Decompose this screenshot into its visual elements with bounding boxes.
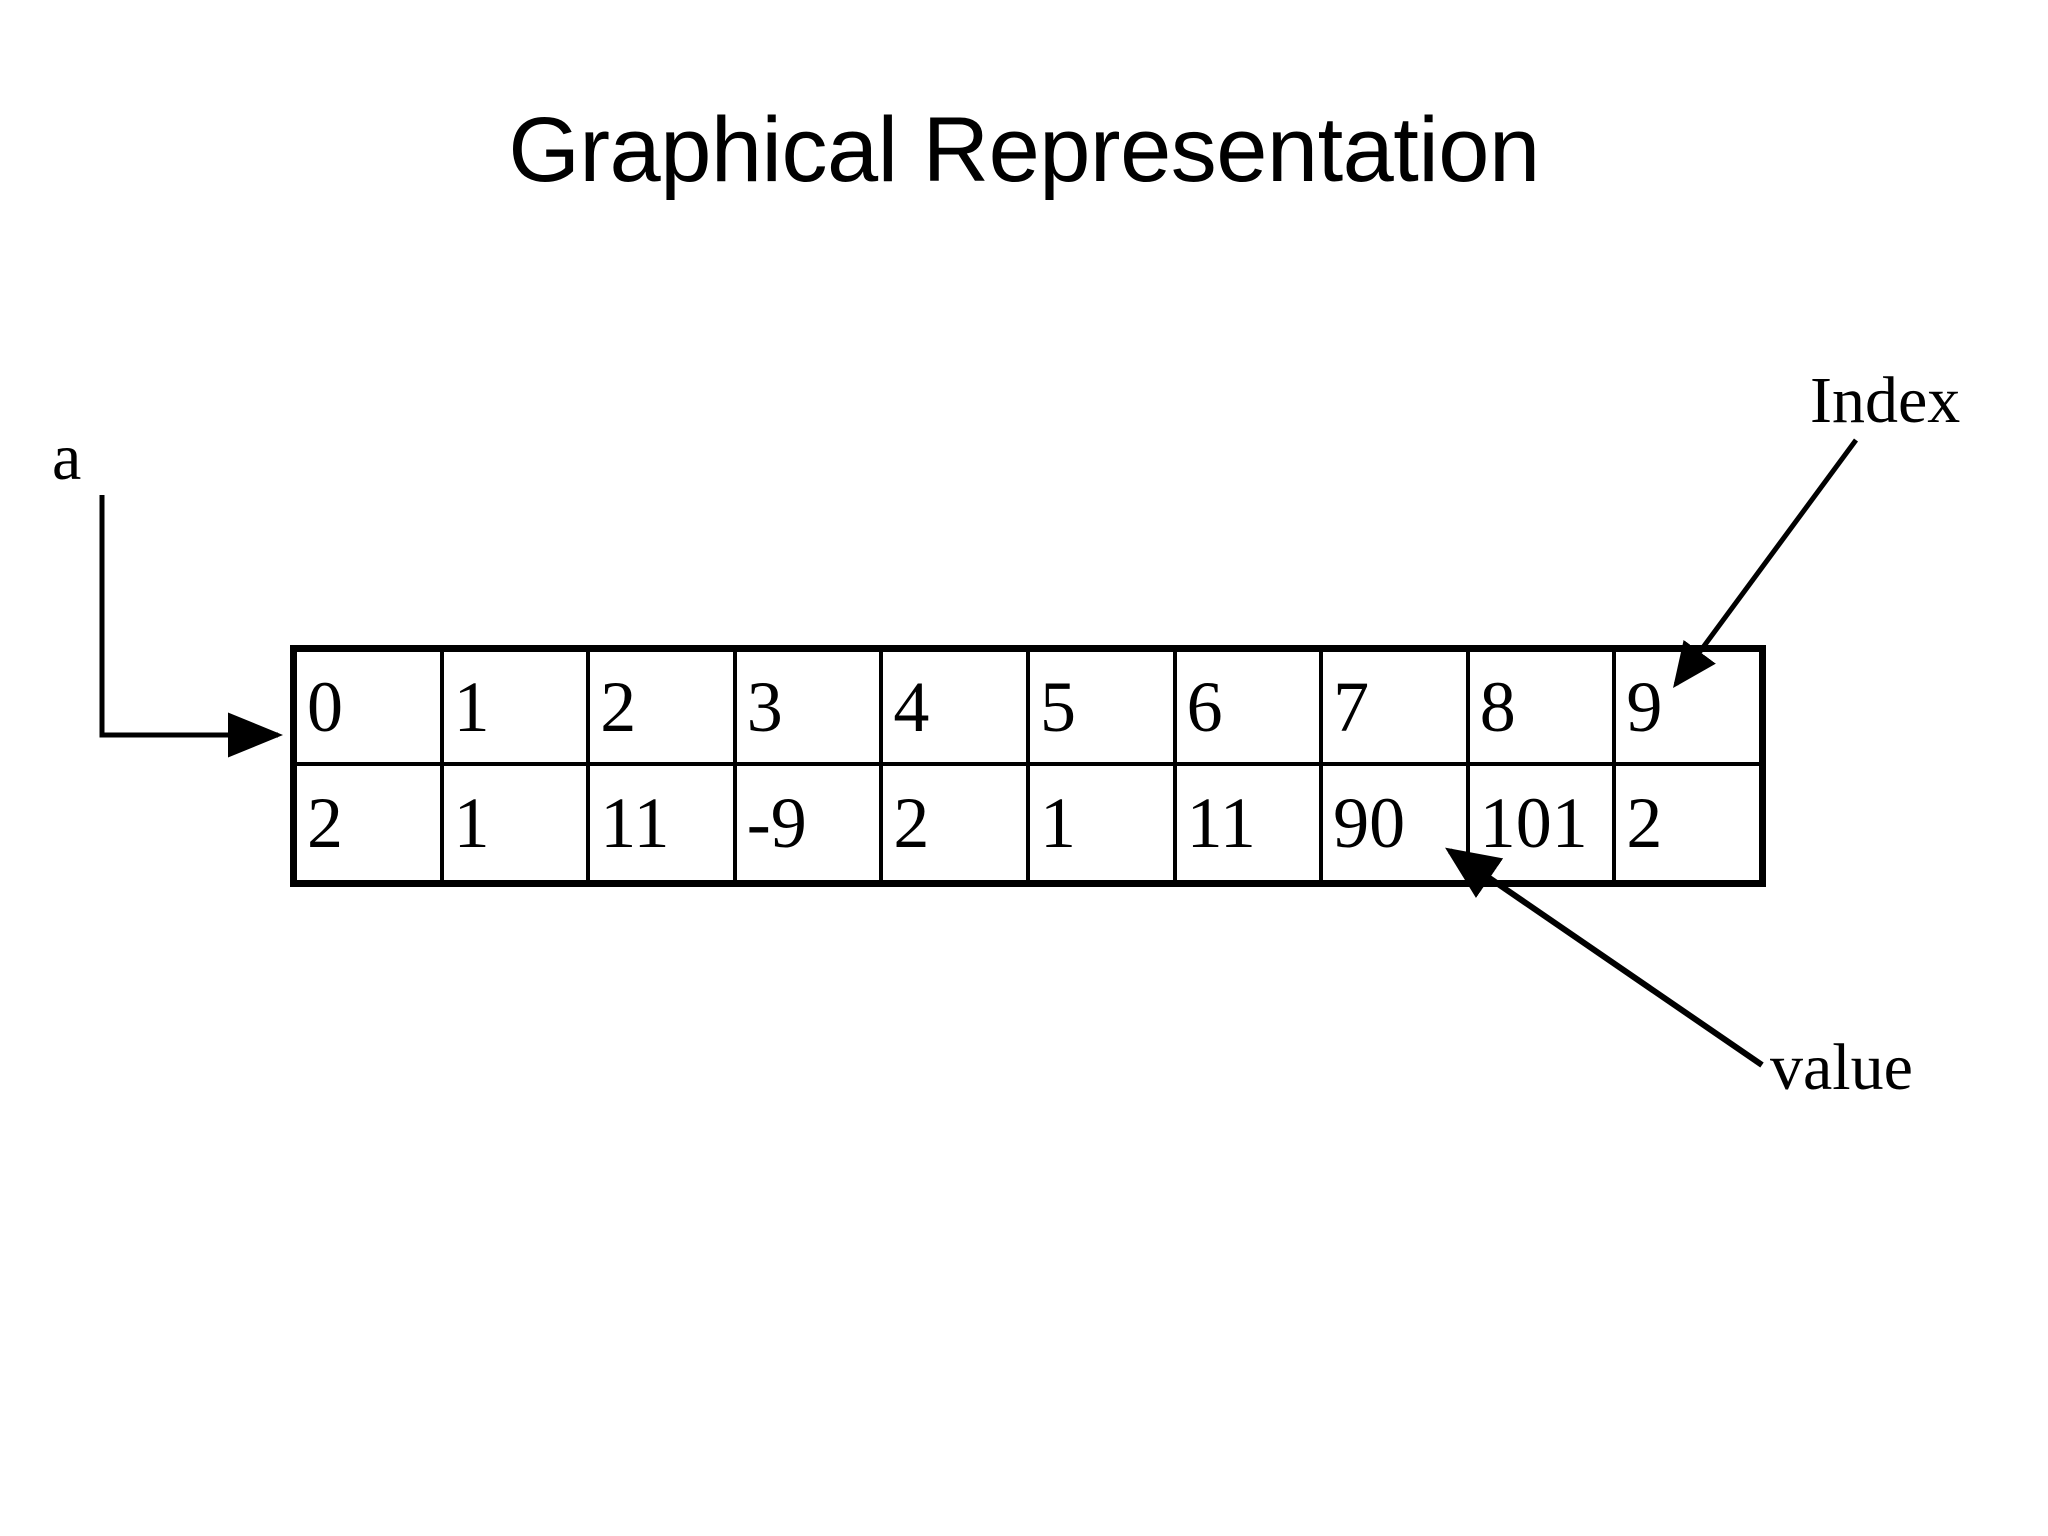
index-cell: 2: [590, 652, 737, 762]
value-cell: 1: [444, 766, 591, 880]
index-cell: 8: [1470, 652, 1617, 762]
index-cell: 1: [444, 652, 591, 762]
index-row: 0 1 2 3 4 5 6 7 8 9: [297, 652, 1759, 766]
array-table: 0 1 2 3 4 5 6 7 8 9 2 1 11 -9 2 1 11 90 …: [290, 645, 1766, 887]
value-cell: -9: [737, 766, 884, 880]
value-cell: 11: [590, 766, 737, 880]
value-cell: 2: [1626, 783, 1663, 863]
value-row: 2 1 11 -9 2 1 11 90 101 2: [297, 766, 1759, 880]
index-cell: 7: [1323, 652, 1470, 762]
index-cell: 4: [883, 652, 1030, 762]
index-cell: 3: [737, 652, 884, 762]
index-label: Index: [1810, 364, 1961, 437]
array-name-label: a: [52, 421, 82, 494]
index-cell: 9: [1626, 667, 1663, 747]
value-cell: 2: [297, 766, 444, 880]
page-title: Graphical Representation: [508, 99, 1540, 201]
index-cell: 5: [1030, 652, 1177, 762]
index-cell: 6: [1177, 652, 1324, 762]
value-label: value: [1770, 1031, 1913, 1104]
value-cell: 101: [1470, 766, 1617, 880]
value-cell: 1: [1030, 766, 1177, 880]
a-pointer-arrow: [99, 495, 283, 758]
value-cell: 90: [1323, 766, 1470, 880]
value-cell: 2: [883, 766, 1030, 880]
value-cell: 11: [1177, 766, 1324, 880]
index-cell: 0: [297, 652, 444, 762]
